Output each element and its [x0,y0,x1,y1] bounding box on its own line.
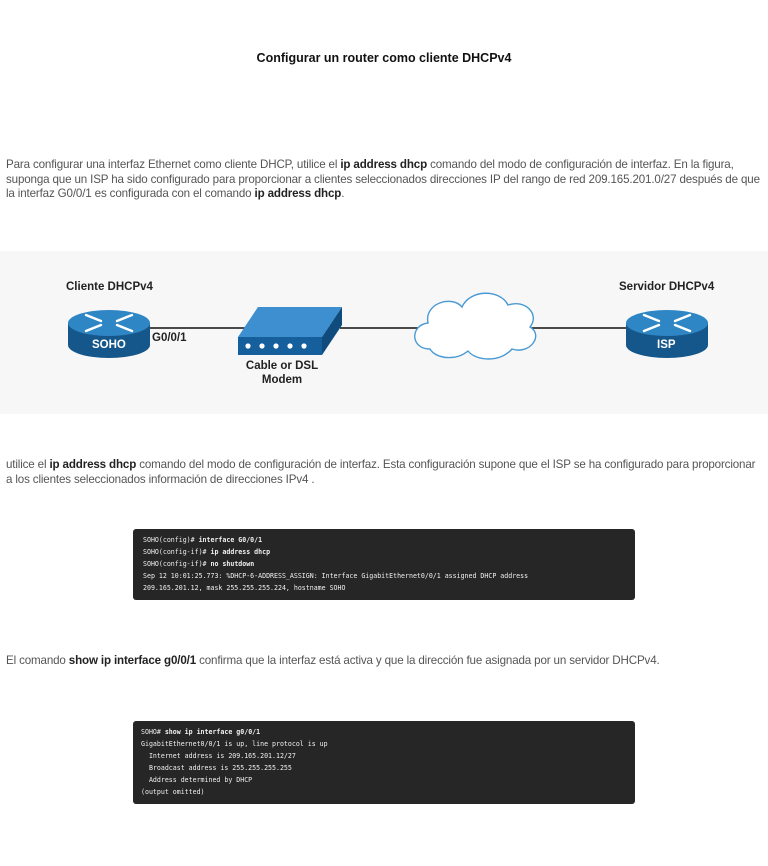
command: show ip interface g0/0/1 [164,728,261,736]
text-fragment: confirma que la interfaz está activa y q… [196,654,660,667]
terminal-line: 209.165.201.12, mask 255.255.255.224, ho… [143,584,346,592]
terminal-line: Address determined by DHCP [141,776,253,784]
server-label: Servidor DHCPv4 [619,281,715,293]
text-fragment: utilice el [6,458,50,471]
intro-paragraph: Para configurar una interfaz Ethernet co… [6,158,764,202]
topology-graphic [68,292,708,360]
server-router-name: ISP [657,339,676,351]
text-fragment: comando del modo de configuración de int… [6,158,760,200]
terminal-line: (output omitted) [141,788,205,796]
command: interface G0/0/1 [198,536,263,544]
page-title: Configurar un router como cliente DHCPv4 [256,51,512,65]
terminal-line: SOHO(config-if)# no shutdown [143,558,625,570]
prompt: SOHO(config-if)# [143,548,211,556]
terminal-line: SOHO(config-if)# ip address dhcp [143,546,625,558]
terminal-line: SOHO(config)# interface G0/0/1 [143,534,625,546]
terminal-line: GigabitEthernet0/0/1 is up, line protoco… [141,740,328,748]
client-label: Cliente DHCPv4 [66,281,153,293]
terminal-line: Broadcast address is 255.255.255.255 [141,764,292,772]
command: ip address dhcp [210,548,271,556]
command-ip-address-dhcp: ip address dhcp [340,158,428,171]
modem-icon [238,307,342,355]
command-ip-address-dhcp: ip address dhcp [254,187,342,200]
router-icon [68,310,150,358]
terminal-line: Sep 12 10:01:25.773: %DHCP-6-ADDRESS_ASS… [143,572,529,580]
description-paragraph: utilice el ip address dhcp comando del m… [6,458,764,487]
client-router-name: SOHO [92,339,126,351]
terminal-line: SOHO# show ip interface g0/0/1 [141,726,625,738]
topology-diagram: Cliente DHCPv4 Servidor DHCPv4 SOHO ISP … [0,251,768,414]
command: no shutdown [210,560,255,568]
command-show-ip-interface: show ip interface g0/0/1 [68,654,196,667]
prompt: SOHO(config-if)# [143,560,211,568]
text-fragment: comando del modo de configuración de int… [6,458,756,486]
modem-label-line1: Cable or DSL [245,360,319,372]
command-ip-address-dhcp: ip address dhcp [49,458,137,471]
prompt: SOHO# [141,728,165,736]
internet-cloud-icon [414,292,537,360]
modem-label-line2: Modem [261,374,303,386]
router-icon [626,310,708,358]
verification-paragraph: El comando show ip interface g0/0/1 conf… [6,654,764,669]
terminal-line: Internet address is 209.165.201.12/27 [141,752,296,760]
interface-label: G0/0/1 [152,332,187,344]
prompt: SOHO(config)# [143,536,199,544]
text-fragment: Para configurar una interfaz Ethernet co… [6,158,341,171]
text-fragment: El comando [6,654,69,667]
text-fragment: . [341,187,345,200]
